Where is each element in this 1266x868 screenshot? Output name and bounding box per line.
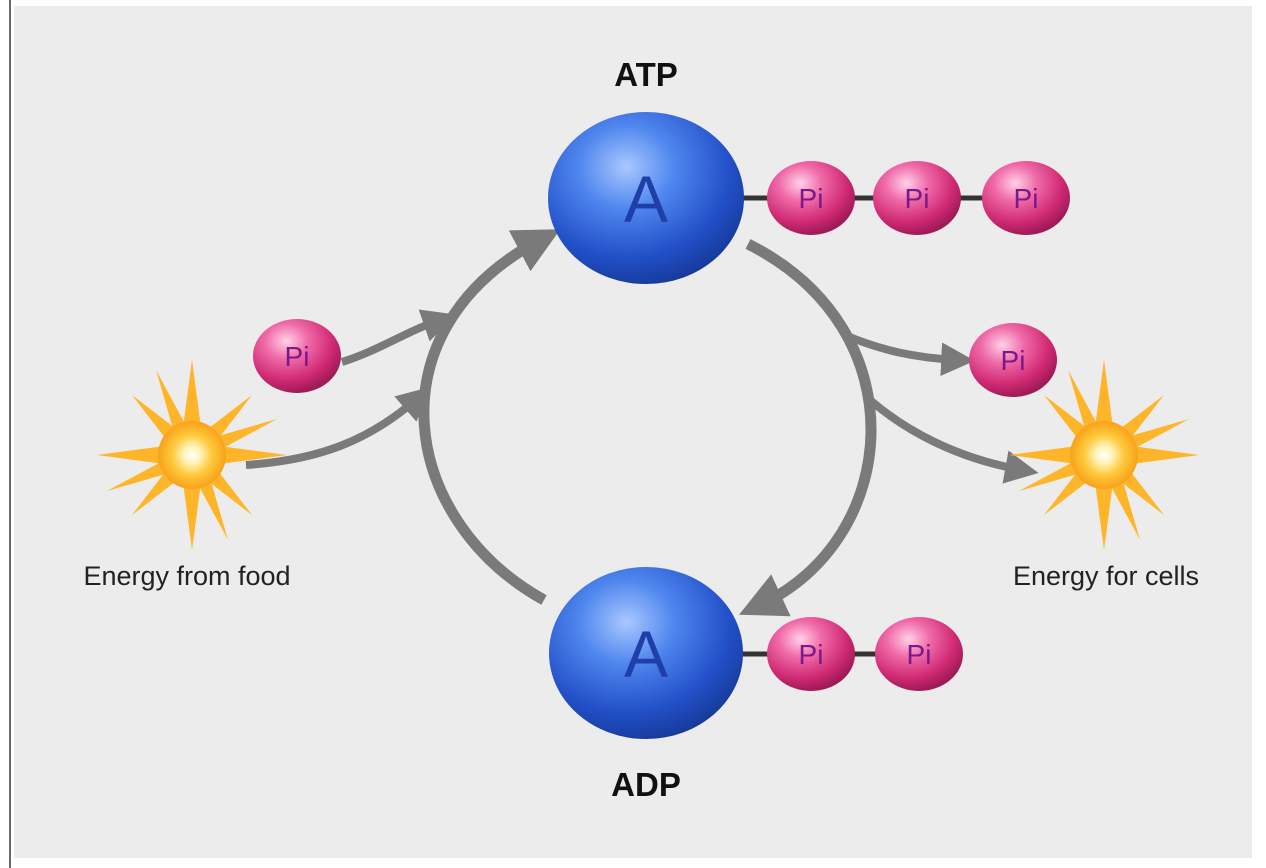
adp-label: ADP xyxy=(611,766,681,803)
input-phosphate: Pi xyxy=(253,319,341,393)
atp-phosphate-3-label: Pi xyxy=(1014,183,1039,214)
atp-phosphate-1-label: Pi xyxy=(799,183,824,214)
adp-phosphate-1-label: Pi xyxy=(799,639,824,670)
cycle-arrow-up xyxy=(418,229,561,605)
atp-adenosine-sphere xyxy=(548,112,744,284)
atp-phosphate-3 xyxy=(982,161,1070,235)
atp-label: ATP xyxy=(614,56,678,93)
adp-phosphate-1 xyxy=(767,617,855,691)
energy-for-cells-label: Energy for cells xyxy=(1013,561,1199,591)
cycle-arrow-down xyxy=(739,239,877,617)
atp-adenosine-letter: A xyxy=(624,162,668,236)
adp-molecule: A Pi Pi ADP xyxy=(549,567,963,803)
adp-phosphate-2 xyxy=(875,617,963,691)
energy-input-arrow xyxy=(245,386,431,469)
sun-icon-energy-out xyxy=(1009,360,1199,550)
adp-adenosine-sphere xyxy=(549,567,743,739)
phosphate-input-arrow xyxy=(340,309,456,366)
output-phosphate: Pi xyxy=(969,323,1057,397)
atp-phosphate-2-label: Pi xyxy=(905,183,930,214)
output-phosphate-sphere xyxy=(969,323,1057,397)
output-phosphate-label: Pi xyxy=(1001,345,1026,376)
adp-phosphate-2-label: Pi xyxy=(907,639,932,670)
sun-icon-energy-in xyxy=(97,360,287,550)
phosphate-output-arrow xyxy=(843,331,975,376)
energy-output-arrow xyxy=(867,396,1039,484)
left-border xyxy=(9,0,11,868)
input-phosphate-sphere xyxy=(253,319,341,393)
adp-adenosine-letter: A xyxy=(624,617,668,691)
atp-molecule: ATP A Pi Pi Pi xyxy=(548,56,1070,284)
atp-phosphate-1 xyxy=(767,161,855,235)
atp-phosphate-2 xyxy=(873,161,961,235)
input-phosphate-label: Pi xyxy=(285,341,310,372)
energy-from-food-label: Energy from food xyxy=(83,561,290,591)
